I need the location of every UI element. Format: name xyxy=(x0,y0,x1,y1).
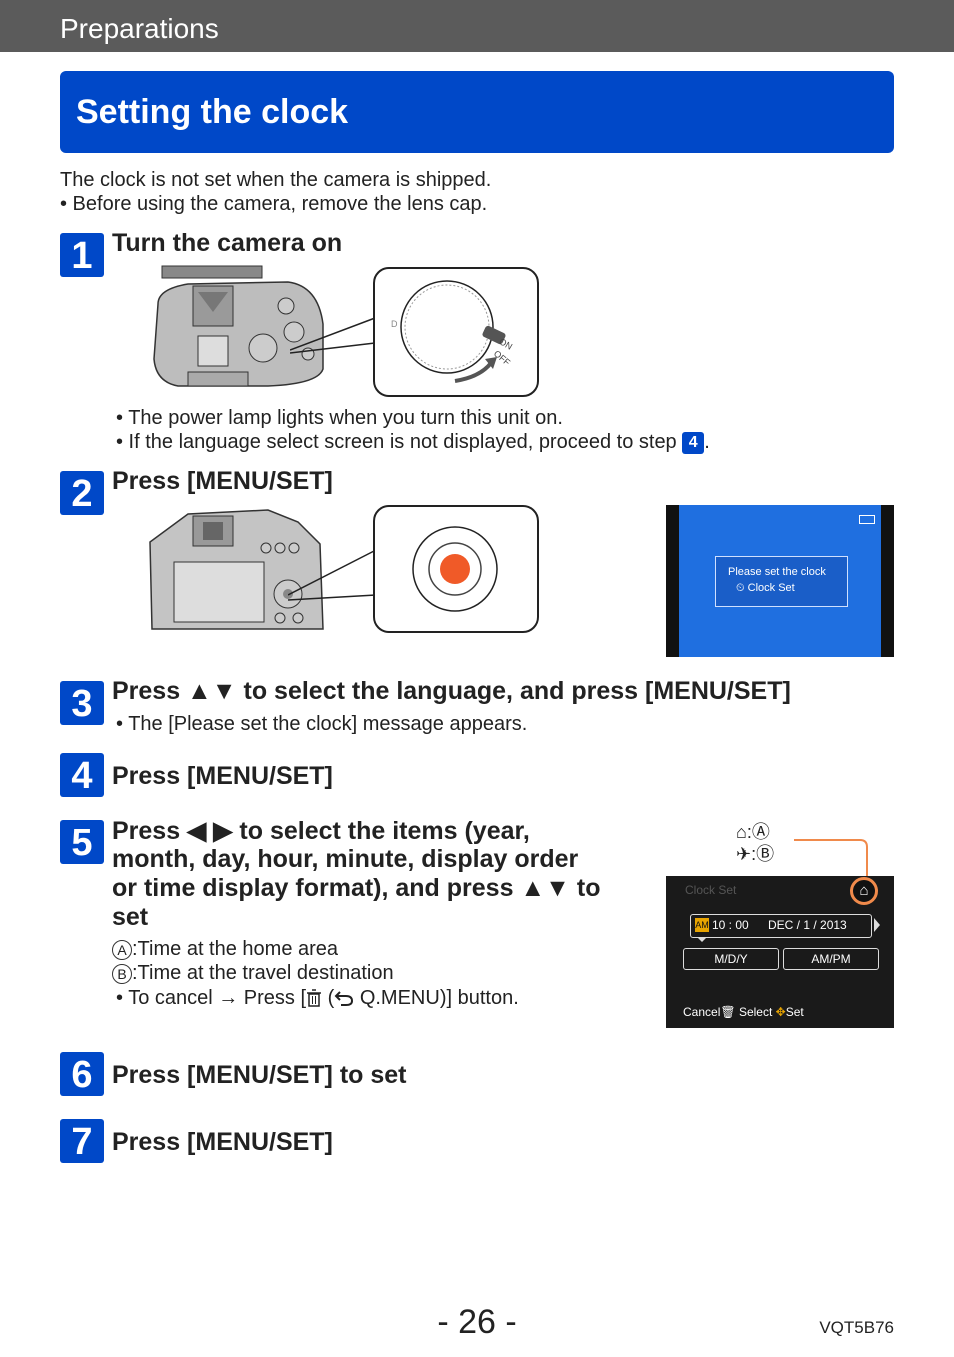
callout-b-marker: Ⓑ xyxy=(756,844,775,864)
legend-b: B:Time at the travel destination xyxy=(112,962,394,985)
step-ref-badge: 4 xyxy=(682,431,705,454)
step-5-title-line-2: month, day, hour, minute, display order xyxy=(112,845,579,873)
callout-connector xyxy=(794,839,868,884)
callout-line xyxy=(290,317,376,354)
step-1-note-2: • If the language select screen is not d… xyxy=(116,431,710,454)
step-6-number: 6 xyxy=(60,1052,104,1096)
screen-footer-hints: Cancel🗑 Select ✥Set xyxy=(683,1005,804,1019)
legend-a-marker: A xyxy=(112,939,132,960)
document-code: VQT5B76 xyxy=(819,1318,894,1337)
back-arrow-icon xyxy=(334,991,354,1006)
power-switch-zoom: D ON OFF xyxy=(373,267,539,397)
clock-set-hint: ⏲ Clock Set xyxy=(736,582,795,595)
select-hint: Select xyxy=(738,1005,773,1019)
time-format-button[interactable]: AM/PM xyxy=(783,948,879,970)
travel-callout: ✈:Ⓑ xyxy=(736,844,775,864)
step-1-note-2-text: • If the language select screen is not d… xyxy=(116,431,677,453)
cancel-hint: Cancel xyxy=(683,1005,721,1019)
step-5-title-line-1: Press ◀ ▶ to select the items (year, xyxy=(112,817,530,845)
home-indicator-icon: ⌂ xyxy=(850,877,878,905)
legend-b-marker: B xyxy=(112,963,132,984)
down-arrow-indicator xyxy=(697,937,707,942)
home-icon: ⌂ xyxy=(736,822,747,842)
battery-icon xyxy=(859,515,875,524)
power-dial-drawing: D xyxy=(391,280,506,383)
trash-icon xyxy=(307,989,322,1007)
set-hint: Set xyxy=(785,1005,804,1019)
step-4-title: Press [MENU/SET] xyxy=(112,762,333,790)
cancel-instruction: • To cancel → Press [ ( Q.MENU)] button. xyxy=(116,987,519,1009)
airplane-icon: ✈ xyxy=(736,844,752,864)
page-title: Setting the clock xyxy=(76,93,349,131)
time-value: 10 : 00 xyxy=(712,918,749,932)
step-7-title: Press [MENU/SET] xyxy=(112,1128,333,1156)
legend-b-text: :Time at the travel destination xyxy=(132,962,394,984)
section-header-bar: Preparations xyxy=(0,0,954,52)
step-1-number: 1 xyxy=(60,233,104,277)
page-number: - 26 - xyxy=(437,1303,517,1341)
clock-set-label: Clock Set xyxy=(747,582,795,594)
clock-set-screen-title: Clock Set xyxy=(685,883,737,897)
clock-prompt-dialog: Please set the clock ⏲ Clock Set xyxy=(715,556,848,607)
cursor-keys-icon: ✥ xyxy=(775,1005,786,1019)
callout-a-marker: Ⓐ xyxy=(751,822,770,842)
step-4-number: 4 xyxy=(60,753,104,797)
clock-set-screen: Clock Set ⌂ AM 10 : 00 DEC / 1 / 2013 M/… xyxy=(666,876,894,1028)
step-7-number: 7 xyxy=(60,1119,104,1163)
intro-text: The clock is not set when the camera is … xyxy=(60,169,492,191)
intro-bullet: • Before using the camera, remove the le… xyxy=(60,193,488,215)
step-3-number: 3 xyxy=(60,681,104,725)
step-2-title: Press [MENU/SET] xyxy=(112,467,333,495)
date-value: DEC / 1 / 2013 xyxy=(768,918,847,932)
datetime-field[interactable]: AM 10 : 00 DEC / 1 / 2013 xyxy=(690,914,872,938)
menu-set-button-zoom xyxy=(373,505,539,633)
cancel-post-text: Q.MENU)] button. xyxy=(354,987,519,1009)
step-6-title: Press [MENU/SET] to set xyxy=(112,1061,407,1089)
legend-a: A:Time at the home area xyxy=(112,938,338,961)
step-1-note-1: • The power lamp lights when you turn th… xyxy=(116,407,563,429)
step-5-number: 5 xyxy=(60,820,104,864)
step-3-title: Press ▲▼ to select the language, and pre… xyxy=(112,677,791,705)
right-arrow-indicator xyxy=(874,918,880,932)
step-5-title-line-4: set xyxy=(112,903,149,931)
page-title-box: Setting the clock xyxy=(60,71,894,153)
svg-text:D: D xyxy=(391,319,398,329)
cancel-pre-text: • To cancel → Press [ xyxy=(116,987,307,1009)
home-callout: ⌂:Ⓐ xyxy=(736,822,770,842)
clock-icon: ⏲ xyxy=(736,582,748,594)
camera-back-illustration xyxy=(149,509,324,630)
camera-top-illustration xyxy=(153,265,324,387)
ampm-tag: AM xyxy=(695,918,709,932)
display-order-button[interactable]: M/D/Y xyxy=(683,948,779,970)
callout-line-2 xyxy=(288,549,377,601)
step-1-title: Turn the camera on xyxy=(112,229,343,257)
step-5-title-line-3: or time display format), and press ▲▼ to xyxy=(112,874,601,902)
clock-prompt-screen: Please set the clock ⏲ Clock Set xyxy=(666,505,894,657)
step-2-number: 2 xyxy=(60,471,104,515)
legend-a-text: :Time at the home area xyxy=(132,938,339,960)
trash-hint-icon: 🗑 xyxy=(720,1005,736,1019)
step-3-note: • The [Please set the clock] message app… xyxy=(116,713,528,735)
section-title: Preparations xyxy=(60,13,219,44)
clock-prompt-message: Please set the clock xyxy=(728,566,826,578)
menu-set-button-drawing xyxy=(412,526,498,612)
